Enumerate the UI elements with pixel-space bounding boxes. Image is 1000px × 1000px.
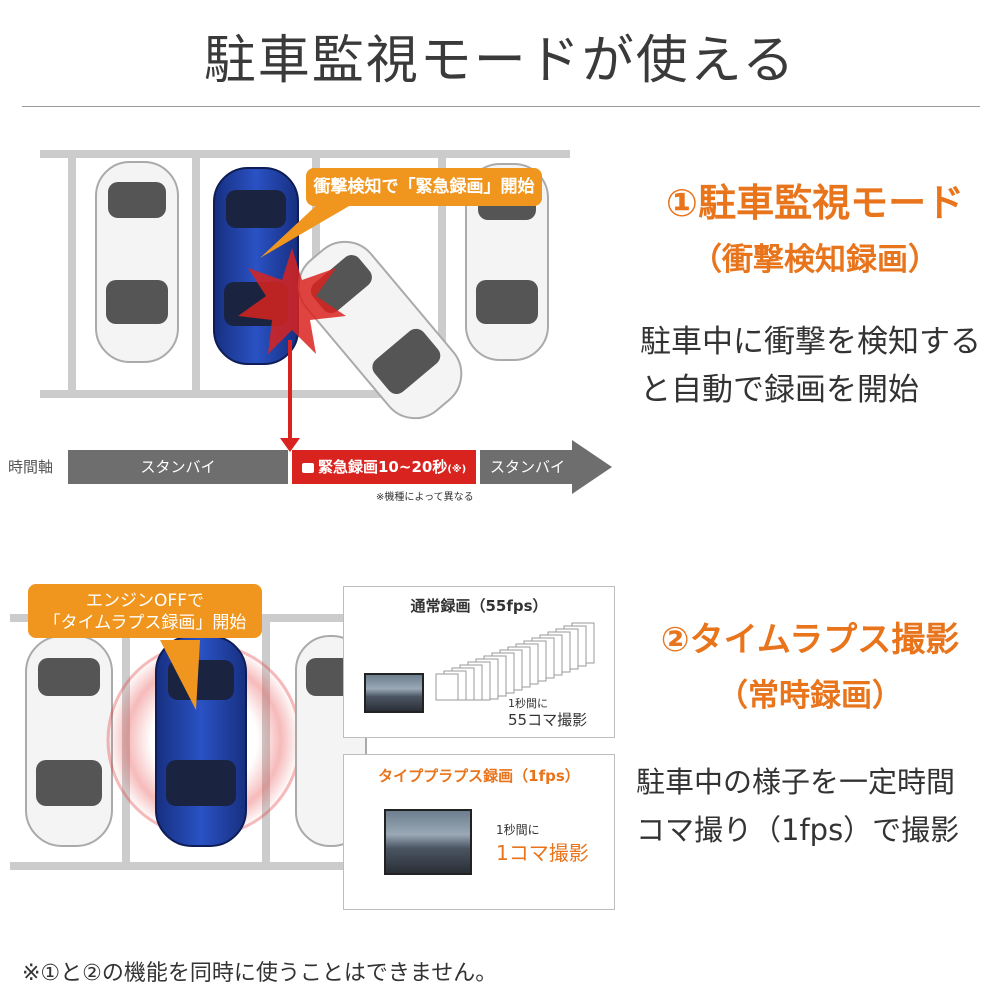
blue-car-2 (155, 635, 247, 847)
mode2-description: 駐車中の様子を一定時間 コマ撮り（1fps）で撮影 (636, 758, 959, 854)
timelapse-caption-2: 1コマ撮影 (496, 841, 589, 865)
white-car-crash (297, 240, 463, 420)
timelapse-heading: タイププラプス録画（1fps） (378, 767, 580, 785)
timeline-arrow (480, 440, 612, 494)
timelapse-callout: エンジンOFFで 「タイムラプス録画」開始 (28, 584, 262, 638)
normal-recording-box: 通常録画（55fps） 1秒間に 55コマ撮影 (343, 586, 615, 738)
timeline-axis-label: 時間軸 (8, 458, 54, 476)
normal-caption-1: 1秒間に (508, 697, 548, 710)
mode1-desc-line2: と自動で録画を開始 (640, 372, 919, 408)
mode1-subtitle: （衝撃検知録画） (691, 242, 939, 278)
frame-stack (435, 622, 595, 701)
footnote: ※①と②の機能を同時に使うことはできません。 (22, 961, 498, 986)
white-car-left-2 (25, 635, 113, 847)
mode2-desc-line1: 駐車中の様子を一定時間 (636, 765, 956, 799)
parking-illustration-2 (10, 614, 380, 870)
timeline-note: ※機種によって異なる (376, 492, 474, 503)
timeline-standby-1: スタンバイ (68, 450, 288, 484)
mode1-description: 駐車中に衝撃を検知する と自動で録画を開始 (640, 318, 981, 414)
timelapse-callout-line1: エンジンOFFで (86, 591, 204, 611)
mode2-subtitle: （常時録画） (717, 678, 903, 714)
impact-callout: 衝撃検知で「緊急録画」開始 (306, 168, 542, 206)
timeline-emergency: 緊急録画10~20秒(※) (292, 450, 476, 484)
timelapse-caption-1: 1秒間に (496, 823, 540, 837)
mode2-desc-line2: コマ撮り（1fps）で撮影 (636, 813, 960, 847)
impact-burst-icon (238, 248, 346, 354)
normal-heading: 通常録画（55fps） (410, 597, 548, 615)
parking-photo-normal (364, 673, 424, 713)
lock-icon (302, 463, 314, 473)
page-title: 駐車監視モードが使える (203, 31, 797, 91)
timelapse-callout-line2: 「タイムラプス録画」開始 (43, 613, 247, 633)
parking-photo-timelapse (384, 809, 472, 875)
white-car-left (95, 161, 179, 363)
emergency-mark: (※) (447, 464, 467, 475)
title-divider (22, 106, 980, 107)
mode1-title: ①駐車監視モード (665, 181, 965, 225)
emergency-label: 緊急録画10~20秒 (318, 458, 448, 476)
timeline-standby-2: スタンバイ (490, 458, 566, 476)
mode1-desc-line1: 駐車中に衝撃を検知する (640, 324, 981, 360)
normal-caption-2: 55コマ撮影 (508, 711, 588, 729)
mode2-title: ②タイムラプス撮影 (660, 620, 960, 660)
timelapse-recording-box: タイププラプス録画（1fps） 1秒間に 1コマ撮影 (343, 754, 615, 910)
